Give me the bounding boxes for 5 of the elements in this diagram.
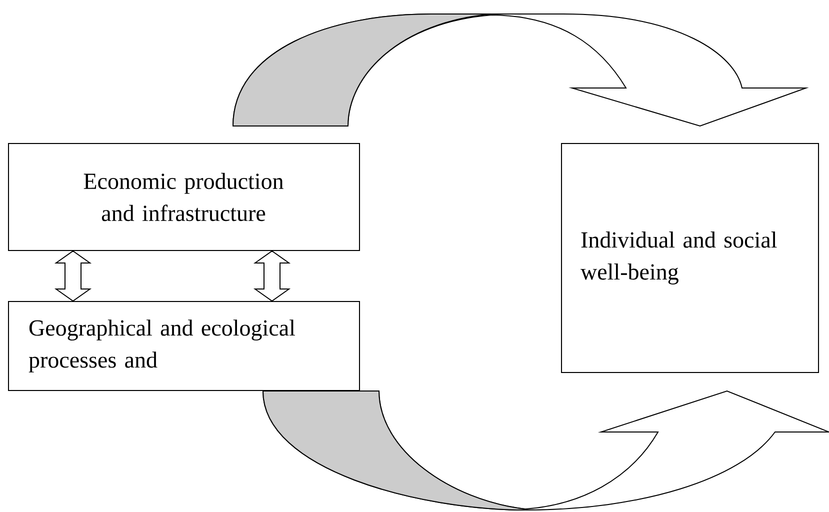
text-box: Economic production and infrastructure — [8, 143, 360, 251]
curved-arrow — [262, 390, 829, 510]
text-box: Geographical and ecological processes and — [8, 301, 360, 391]
text-box: Individual and social well-being — [561, 143, 819, 373]
curved-arrow — [232, 14, 806, 126]
